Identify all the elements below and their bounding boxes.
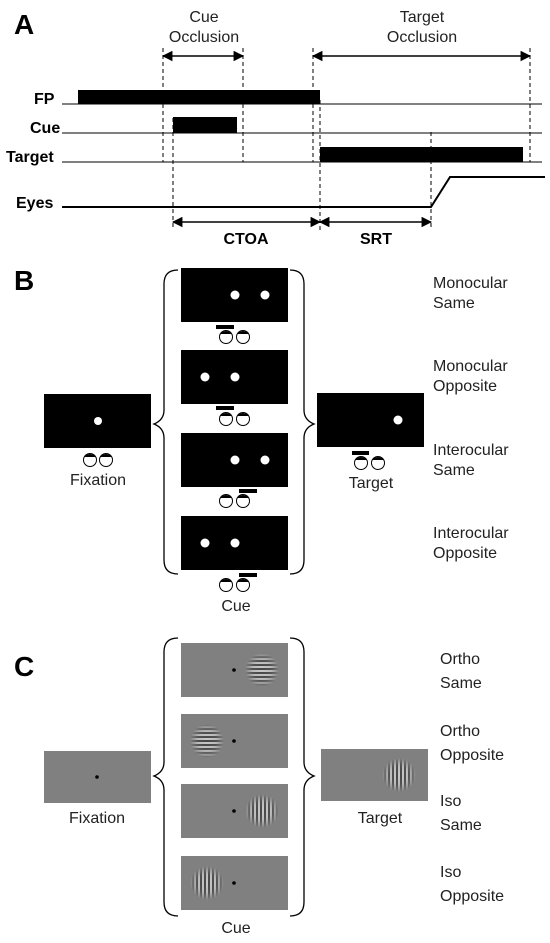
fixation-eyes-icon <box>83 453 113 467</box>
cond-b-2-line1: Monocular <box>433 358 508 375</box>
cond-b-3-line2: Same <box>433 462 475 479</box>
panel-a: A Cue Occlusion Target Occlusion FP Cue … <box>6 9 545 248</box>
row-label-eyes: Eyes <box>16 195 53 212</box>
row-label-cue: Cue <box>30 120 60 137</box>
panel-b: B Fixation <box>14 265 509 615</box>
panel-c-letter: C <box>14 651 34 682</box>
target-occluder <box>352 451 369 455</box>
cue-occlusion-label-2: Occlusion <box>169 29 239 46</box>
cue-screen-monocular-opposite <box>181 350 288 426</box>
fixation-label: Fixation <box>70 472 126 489</box>
cue-bar <box>173 117 237 133</box>
cond-c-2-line2: Opposite <box>440 747 504 764</box>
cond-b-1-line1: Monocular <box>433 275 508 292</box>
cond-b-4-line1: Interocular <box>433 525 509 542</box>
cond-c-4-line2: Opposite <box>440 888 504 905</box>
row-label-fp: FP <box>34 91 55 108</box>
target-grating <box>382 758 416 792</box>
row-label-target: Target <box>6 149 54 166</box>
panel-a-letter: A <box>14 9 34 40</box>
left-brace <box>152 269 179 575</box>
cue-screen-interocular-same <box>181 433 288 508</box>
target-label-c: Target <box>358 810 403 827</box>
cue-screen-monocular-same <box>181 268 288 344</box>
fixation-point <box>94 417 102 425</box>
cue-screen-ortho-same <box>181 643 288 697</box>
cond-b-4-line2: Opposite <box>433 545 497 562</box>
fixation-label-c: Fixation <box>69 810 125 827</box>
fp-bar <box>78 90 320 104</box>
cond-c-3-line2: Same <box>440 817 482 834</box>
left-brace-c <box>152 637 179 917</box>
cue-screen-ortho-opposite <box>181 714 288 768</box>
eye-position-trace <box>62 176 545 208</box>
panel-b-letter: B <box>14 265 34 296</box>
cue-screen-iso-opposite <box>181 856 288 910</box>
cue-label-c: Cue <box>221 920 250 937</box>
target-eyes-icon <box>354 456 385 470</box>
cond-b-1-line2: Same <box>433 295 475 312</box>
target-bar <box>320 147 523 162</box>
cond-c-2-line1: Ortho <box>440 723 480 740</box>
right-brace <box>289 269 316 575</box>
cond-b-3-line1: Interocular <box>433 442 509 459</box>
cond-c-4-line1: Iso <box>440 864 461 881</box>
panel-c: C Fixation Cue <box>14 637 504 937</box>
target-occlusion-label-1: Target <box>400 9 445 26</box>
right-brace-c <box>289 637 316 917</box>
cond-b-2-line2: Opposite <box>433 378 497 395</box>
fixation-point-c <box>95 775 99 779</box>
cue-occlusion-label-1: Cue <box>189 9 218 26</box>
target-occlusion-label-2: Occlusion <box>387 29 457 46</box>
srt-label: SRT <box>360 231 392 248</box>
target-screen <box>317 393 424 447</box>
ctoa-label: CTOA <box>223 231 268 248</box>
cue-screen-interocular-opposite <box>181 516 288 592</box>
cue-screen-iso-same <box>181 784 288 838</box>
cond-c-1-line2: Same <box>440 675 482 692</box>
target-label-b: Target <box>349 475 394 492</box>
cond-c-3-line1: Iso <box>440 793 461 810</box>
target-point <box>393 415 403 425</box>
cue-label-b: Cue <box>221 598 250 615</box>
cond-c-1-line1: Ortho <box>440 651 480 668</box>
